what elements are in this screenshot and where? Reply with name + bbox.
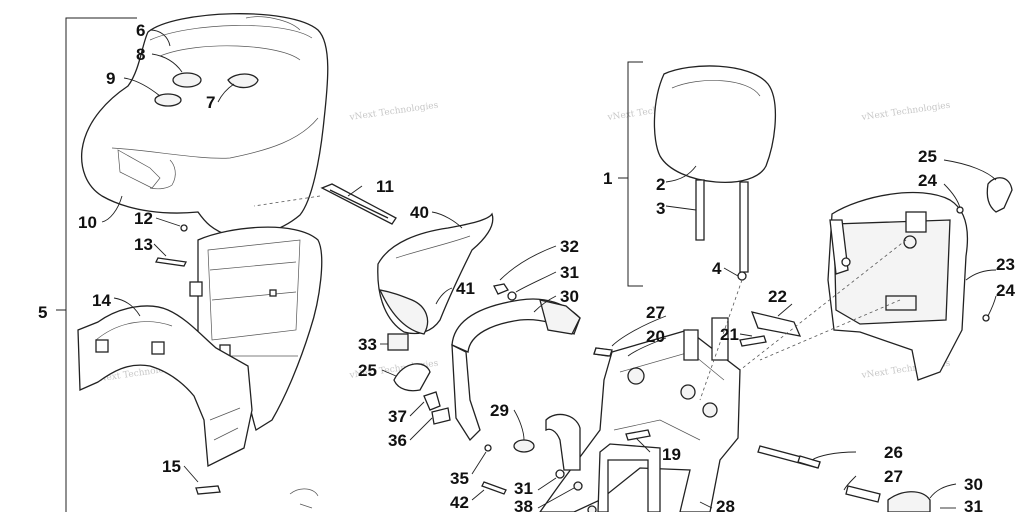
callout-24: 24 (996, 281, 1015, 300)
callout-10: 10 (78, 213, 97, 232)
callout-27: 27 (884, 467, 903, 486)
callout-25: 25 (358, 361, 377, 380)
callout-3: 3 (656, 199, 665, 218)
callout-33: 33 (358, 335, 377, 354)
callout-22: 22 (768, 287, 787, 306)
handle-part (451, 283, 581, 442)
callout-27: 27 (646, 303, 665, 322)
watermark: vNext Technologies (348, 101, 439, 124)
callout-40: 40 (410, 203, 429, 222)
callout-24: 24 (918, 171, 937, 190)
callout-31: 31 (964, 497, 983, 512)
small-parts-right (739, 177, 1013, 347)
watermark: vNext Technologies (860, 101, 951, 124)
callout-23: 23 (996, 255, 1015, 274)
callout-29: 29 (490, 401, 509, 420)
callout-38: 38 (514, 497, 533, 512)
callout-7: 7 (206, 93, 215, 112)
group-bracket-5 (56, 17, 137, 512)
callout-30: 30 (964, 475, 983, 494)
callout-2: 2 (656, 175, 665, 194)
rod-part (593, 347, 931, 512)
callout-42: 42 (450, 493, 469, 512)
callout-31: 31 (560, 263, 579, 282)
callout-14: 14 (92, 291, 111, 310)
leader-lines (101, 29, 997, 509)
callout-35: 35 (450, 469, 469, 488)
group-bracket-1 (618, 61, 643, 287)
callout-28: 28 (716, 497, 735, 512)
callout-6: 6 (136, 21, 145, 40)
callout-8: 8 (136, 45, 145, 64)
shield-part (377, 212, 494, 335)
callout-13: 13 (134, 235, 153, 254)
callout-26: 26 (884, 443, 903, 462)
rail-part (77, 305, 253, 468)
callout-32: 32 (560, 237, 579, 256)
callout-4: 4 (712, 259, 722, 278)
callout-25: 25 (918, 147, 937, 166)
frame-part (513, 329, 741, 512)
callout-36: 36 (388, 431, 407, 450)
callout-15: 15 (162, 457, 181, 476)
callout-41: 41 (456, 279, 475, 298)
callout-19: 19 (662, 445, 681, 464)
callout-21: 21 (720, 325, 739, 344)
seat-part (80, 13, 329, 238)
callout-9: 9 (106, 69, 115, 88)
callout-1: 1 (603, 169, 612, 188)
callout-11: 11 (376, 177, 394, 196)
callout-31: 31 (514, 479, 533, 498)
callout-30: 30 (560, 287, 579, 306)
headrest-part (653, 65, 777, 281)
callout-5: 5 (38, 303, 47, 322)
callout-20: 20 (646, 327, 665, 346)
callout-37: 37 (388, 407, 407, 426)
callout-12: 12 (134, 209, 153, 228)
callouts: 6 8 9 7 10 12 13 5 14 15 11 40 41 32 31 … (38, 21, 1015, 512)
strap-part (320, 183, 397, 225)
small-parts-center (387, 333, 507, 495)
backrest-part (827, 191, 969, 381)
fasteners-left (155, 224, 319, 509)
